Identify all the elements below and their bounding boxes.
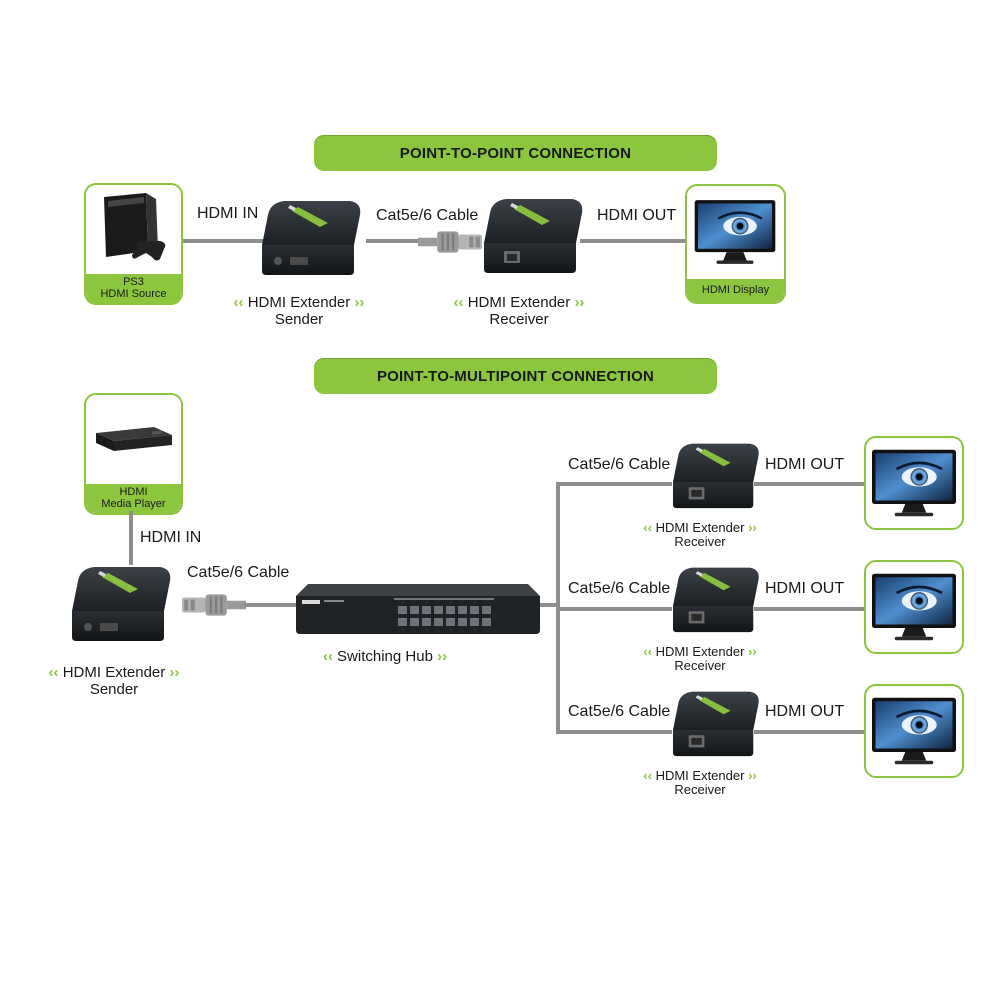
ps3-source-caption: PS3 HDMI Source [86,274,181,303]
branch-3-cat-wire [556,730,672,734]
branch-2-hdmi-out-label: HDMI OUT [765,580,845,597]
ps3-source-line2: HDMI Source [100,288,167,300]
branch-1-hdmi-out-wire [754,482,866,486]
p2mp-hdmi-in-wire [129,511,133,565]
p2p-sender-line1: HDMI Extender [247,294,351,311]
branch-1-cable-label: Cat5e/6 Cable [568,456,671,473]
ps3-console-icon [104,193,166,261]
p2p-hdmi-in-wire [180,239,276,243]
hub-out-wire [540,603,560,607]
p2p-receiver-device [476,193,586,277]
media-player-icon [96,427,172,451]
p2p-sender-device [254,197,364,277]
chevron-right-icon: ›› [437,648,448,665]
p2p-cat-wire-left [366,239,422,243]
p2mp-sender-caption: ‹‹ HDMI Extender ›› Sender [32,664,196,698]
branch-2-cable-label: Cat5e/6 Cable [568,580,671,597]
ps3-source-card: PS3 HDMI Source [84,183,183,305]
p2mp-cable-label: Cat5e/6 Cable [187,564,290,581]
monitor-icon [870,572,958,642]
p2mp-hdmi-in-label: HDMI IN [140,529,202,546]
chevron-left-icon: ‹‹ [643,644,652,659]
branch-1-line2: Receiver [674,534,726,549]
ps3-source-line1: PS3 [123,276,144,288]
branch-2-receiver-caption: ‹‹ HDMI Extender ›› Receiver [630,645,770,673]
branch-3-cable-label: Cat5e/6 Cable [568,703,671,720]
chevron-right-icon: ›› [169,664,180,681]
p2p-receiver-caption: ‹‹ HDMI Extender ›› Receiver [437,294,601,328]
media-player-line1: HDMI [119,486,148,498]
hdmi-display-caption: HDMI Display [687,279,784,302]
chevron-right-icon: ›› [748,520,757,535]
branch-3-receiver-device [666,682,762,764]
p2mp-banner-text: POINT-TO-MULTIPOINT CONNECTION [376,367,655,385]
branch-2-line1: HDMI Extender [655,644,745,659]
p2mp-cat-wire-to-hub [244,603,300,607]
p2mp-banner: POINT-TO-MULTIPOINT CONNECTION [314,358,717,394]
chevron-left-icon: ‹‹ [48,664,59,681]
switching-hub-label: Switching Hub [337,648,433,665]
p2p-receiver-line1: HDMI Extender [467,294,571,311]
monitor-icon [693,198,777,266]
p2p-cable-label: Cat5e/6 Cable [376,207,479,224]
chevron-right-icon: ›› [574,294,585,311]
chevron-right-icon: ›› [748,644,757,659]
chevron-left-icon: ‹‹ [643,520,652,535]
branch-3-receiver-caption: ‹‹ HDMI Extender ›› Receiver [630,769,770,797]
p2p-hdmi-out-label: HDMI OUT [597,207,677,224]
branch-2-receiver-device [666,558,762,640]
branch-1-display-card [864,436,964,530]
branch-1-receiver-device [666,434,762,516]
dc-port-icon [84,623,92,631]
monitor-icon [870,448,958,518]
media-player-line2: Media Player [101,498,166,510]
hdmi-port-icon [290,257,308,265]
p2p-hdmi-out-wire [580,239,686,243]
switching-hub-device [296,584,540,634]
branch-1-cat-wire [556,482,672,486]
branch-3-line1: HDMI Extender [655,768,745,783]
p2p-hdmi-in-label: HDMI IN [197,205,259,222]
media-player-card: HDMI Media Player [84,393,183,515]
branch-3-hdmi-out-wire [754,730,866,734]
p2mp-rj45-icon [182,589,246,621]
chevron-right-icon: ›› [354,294,365,311]
branch-2-line2: Receiver [674,658,726,673]
branch-1-receiver-caption: ‹‹ HDMI Extender ›› Receiver [630,521,770,549]
hdmi-display-card: HDMI Display [685,184,786,304]
branch-2-hdmi-out-wire [754,607,866,611]
chevron-left-icon: ‹‹ [233,294,244,311]
hdmi-port-icon [100,623,118,631]
switching-hub-caption: ‹‹ Switching Hub ›› [310,648,460,665]
p2p-sender-line2: Sender [274,311,324,328]
p2p-banner-text: POINT-TO-POINT CONNECTION [399,144,632,162]
monitor-icon [870,696,958,766]
branch-1-hdmi-out-label: HDMI OUT [765,456,845,473]
chevron-right-icon: ›› [748,768,757,783]
branch-3-hdmi-out-label: HDMI OUT [765,703,845,720]
p2p-receiver-line2: Receiver [489,311,549,328]
p2mp-sender-line1: HDMI Extender [62,664,166,681]
p2mp-sender-line2: Sender [89,681,139,698]
media-player-caption: HDMI Media Player [86,484,181,513]
p2mp-sender-device [64,558,174,648]
p2p-sender-caption: ‹‹ HDMI Extender ›› Sender [219,294,379,328]
branch-1-line1: HDMI Extender [655,520,745,535]
branch-3-line2: Receiver [674,782,726,797]
hdmi-display-label: HDMI Display [701,284,770,296]
chevron-left-icon: ‹‹ [322,648,333,665]
p2p-banner: POINT-TO-POINT CONNECTION [314,135,717,171]
dc-port-icon [274,257,282,265]
chevron-left-icon: ‹‹ [643,768,652,783]
chevron-left-icon: ‹‹ [453,294,464,311]
branch-2-display-card [864,560,964,654]
p2p-rj45-icon [418,226,482,258]
branch-2-cat-wire [556,607,672,611]
branch-3-display-card [864,684,964,778]
